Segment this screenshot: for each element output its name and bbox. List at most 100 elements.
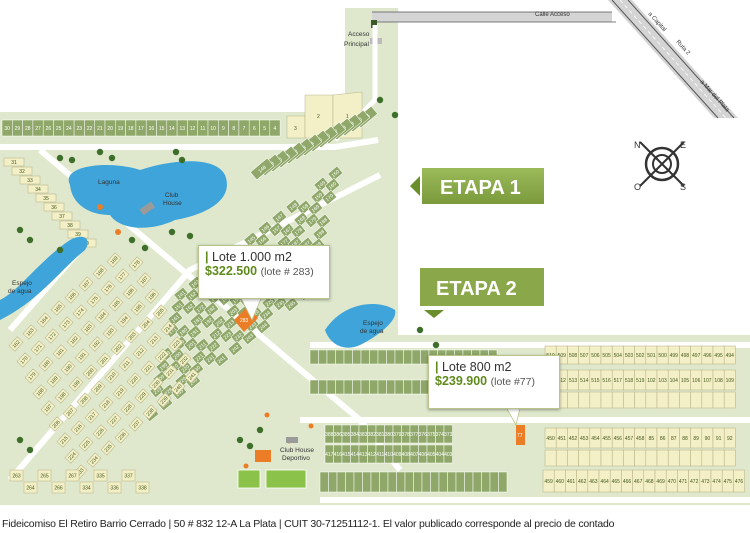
svg-text:190: 190 [64, 363, 74, 373]
club-house-label-1: Club [165, 192, 179, 199]
svg-text:213: 213 [226, 319, 236, 329]
lot-498: 498 [679, 345, 691, 365]
tree-icon [172, 148, 180, 156]
svg-text:226: 226 [96, 427, 106, 437]
lot-338: 338 [135, 481, 150, 494]
lot-light-grid: 183 [80, 320, 96, 336]
lot-grid: 151 [170, 298, 187, 315]
svg-text:498: 498 [681, 353, 690, 359]
lot-39: 39 [67, 229, 89, 239]
lot-light-grid: 184 [94, 308, 110, 324]
svg-text:222: 222 [158, 351, 168, 361]
svg-text:27: 27 [35, 126, 41, 132]
lot-east-extra2 [544, 449, 557, 467]
lot-light-grid: 219 [112, 384, 128, 400]
svg-text:378: 378 [402, 432, 411, 438]
svg-text:405: 405 [427, 452, 436, 458]
lot-374: 374 [435, 424, 445, 444]
lot-452: 452 [567, 427, 579, 449]
lot-416: 416 [333, 444, 343, 464]
lot-464: 464 [598, 469, 611, 493]
lot-15: 15 [156, 119, 168, 137]
lot-382: 382 [367, 424, 377, 444]
lot-373: 373 [443, 424, 453, 444]
svg-text:519: 519 [636, 378, 645, 384]
club-house-deportivo-label-2: Deportivo [282, 455, 310, 462]
svg-text:201: 201 [100, 355, 110, 365]
lot-472: 472 [688, 469, 701, 493]
svg-text:232: 232 [234, 332, 244, 342]
svg-text:219: 219 [116, 387, 126, 397]
callout-1000-lot: (lote # 283) [260, 266, 314, 278]
lot-south-mid [309, 379, 319, 395]
lot-east-extra2 [578, 449, 591, 467]
lot-404: 404 [435, 444, 445, 464]
svg-text:29: 29 [15, 126, 21, 132]
lot-east-extra [656, 391, 669, 409]
lot-east-extra2 [623, 449, 635, 467]
svg-text:193: 193 [106, 327, 116, 337]
svg-text:373: 373 [444, 432, 453, 438]
lot-263: 263 [9, 469, 24, 482]
svg-text:203: 203 [229, 307, 239, 317]
lot-light-grid: 209 [90, 380, 106, 396]
svg-text:188: 188 [36, 387, 46, 397]
svg-text:337: 337 [124, 473, 133, 479]
svg-text:8: 8 [232, 126, 235, 132]
lot-26: 26 [42, 119, 54, 137]
tree-icon [236, 436, 244, 444]
tree-icon [178, 156, 186, 164]
lot-9: 9 [218, 119, 229, 137]
lot-light-grid: 174 [72, 304, 88, 320]
sports-fields [237, 412, 314, 489]
svg-text:450: 450 [546, 436, 555, 442]
lot-south-mid [386, 379, 396, 395]
lot-light-grid: 204 [138, 316, 154, 332]
lot-east-extra [611, 391, 624, 409]
lot-light-grid: 218 [98, 396, 114, 412]
lot-light-grid: 162 [8, 336, 24, 352]
svg-text:186: 186 [126, 287, 136, 297]
svg-text:412: 412 [368, 452, 377, 458]
svg-text:108: 108 [714, 378, 723, 384]
lot-light-grid: 221 [140, 360, 156, 376]
lot-east-extra2 [611, 449, 624, 467]
lot-light-grid: 197 [40, 400, 56, 416]
lot-light-grid: 178 [128, 256, 144, 272]
tree-icon [96, 148, 104, 156]
tree-icon [391, 111, 399, 119]
lot-467: 467 [632, 469, 645, 493]
club-house-deportivo-label-1: Club House [280, 447, 314, 454]
svg-text:409: 409 [393, 452, 402, 458]
lot-light-grid: 176 [100, 280, 116, 296]
svg-text:214: 214 [164, 323, 174, 333]
svg-text:208: 208 [80, 395, 90, 405]
lot-light-grid: 235 [100, 440, 116, 456]
svg-text:167: 167 [283, 226, 293, 236]
svg-text:187: 187 [291, 239, 301, 249]
lot-light-grid: 224 [64, 448, 80, 464]
lot-7: 7 [238, 119, 250, 137]
lot-grid: 141 [173, 286, 190, 303]
svg-text:512: 512 [558, 378, 567, 384]
lot-light-grid: 210 [104, 368, 120, 384]
tree-icon [56, 246, 64, 254]
svg-text:182: 182 [207, 305, 217, 315]
svg-text:178: 178 [132, 259, 142, 269]
lot-south-upper [386, 349, 396, 365]
svg-text:171: 171 [34, 343, 44, 353]
lot-grid: 221 [191, 349, 208, 366]
lot-508: 508 [567, 345, 579, 365]
lot-grid: 168 [293, 211, 310, 228]
lot-grid: 211 [194, 337, 211, 354]
svg-text:515: 515 [591, 378, 600, 384]
svg-text:474: 474 [712, 479, 721, 485]
lot-light-grid: 200 [82, 364, 98, 380]
lot-505: 505 [600, 345, 613, 365]
svg-text:152: 152 [188, 291, 198, 301]
lot-108: 108 [712, 369, 725, 391]
svg-text:85: 85 [649, 436, 655, 442]
compass-s: S [680, 182, 686, 192]
lot-light-grid: 226 [92, 424, 108, 440]
